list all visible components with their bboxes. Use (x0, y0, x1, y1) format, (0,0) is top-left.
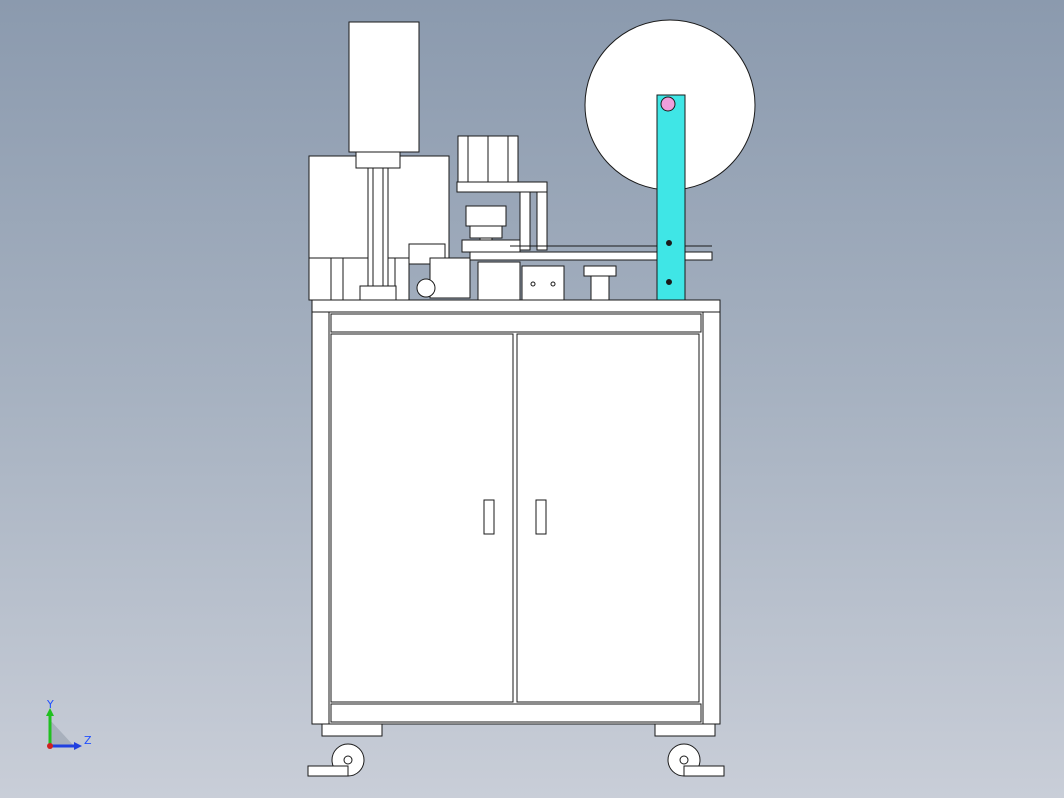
motor-housing[interactable] (348, 21, 420, 153)
slide-bolt (530, 281, 536, 287)
table-top[interactable] (311, 299, 721, 313)
z-axis-label: Z (84, 734, 92, 747)
guide-rod (519, 191, 531, 251)
triad-origin (47, 743, 53, 749)
coordinate-triad: Y Z (46, 698, 92, 750)
caster-hub (679, 755, 689, 765)
top-rail (330, 313, 702, 333)
y-axis-arrowhead (46, 708, 54, 716)
door-left-handle[interactable] (483, 499, 495, 535)
door-right[interactable] (516, 333, 700, 703)
reel-pin[interactable] (660, 96, 676, 112)
bottom-rail (330, 703, 702, 723)
slide-block[interactable] (521, 265, 565, 301)
feeder-arm-hole (666, 240, 672, 246)
caster-hub (343, 755, 353, 765)
leveling-foot (307, 765, 349, 777)
spindle-base[interactable] (359, 285, 397, 301)
z-axis-arrowhead (74, 742, 82, 750)
slide-bolt (550, 281, 556, 287)
roller-post (590, 275, 610, 301)
roller-pedestal[interactable] (583, 265, 617, 277)
feed-plate[interactable] (469, 251, 713, 261)
clamp-roller (416, 278, 436, 298)
door-right-handle[interactable] (535, 499, 547, 535)
caster-mount (321, 723, 383, 737)
caster-mount (654, 723, 716, 737)
y-axis-label: Y (46, 698, 54, 711)
triad-plane (50, 720, 74, 746)
leveling-foot (683, 765, 725, 777)
press-head[interactable] (465, 205, 507, 227)
guide-rod (536, 191, 548, 251)
lower-block[interactable] (477, 261, 521, 301)
cylinder-bracket[interactable] (456, 181, 548, 193)
clamp-block[interactable] (429, 257, 471, 299)
spindle-collar[interactable] (355, 151, 401, 169)
press-head-collar (469, 225, 503, 239)
feeder-arm-hole (666, 279, 672, 285)
feeder-arm[interactable] (656, 94, 686, 301)
spindle-column[interactable] (367, 167, 389, 287)
door-left[interactable] (330, 333, 514, 703)
